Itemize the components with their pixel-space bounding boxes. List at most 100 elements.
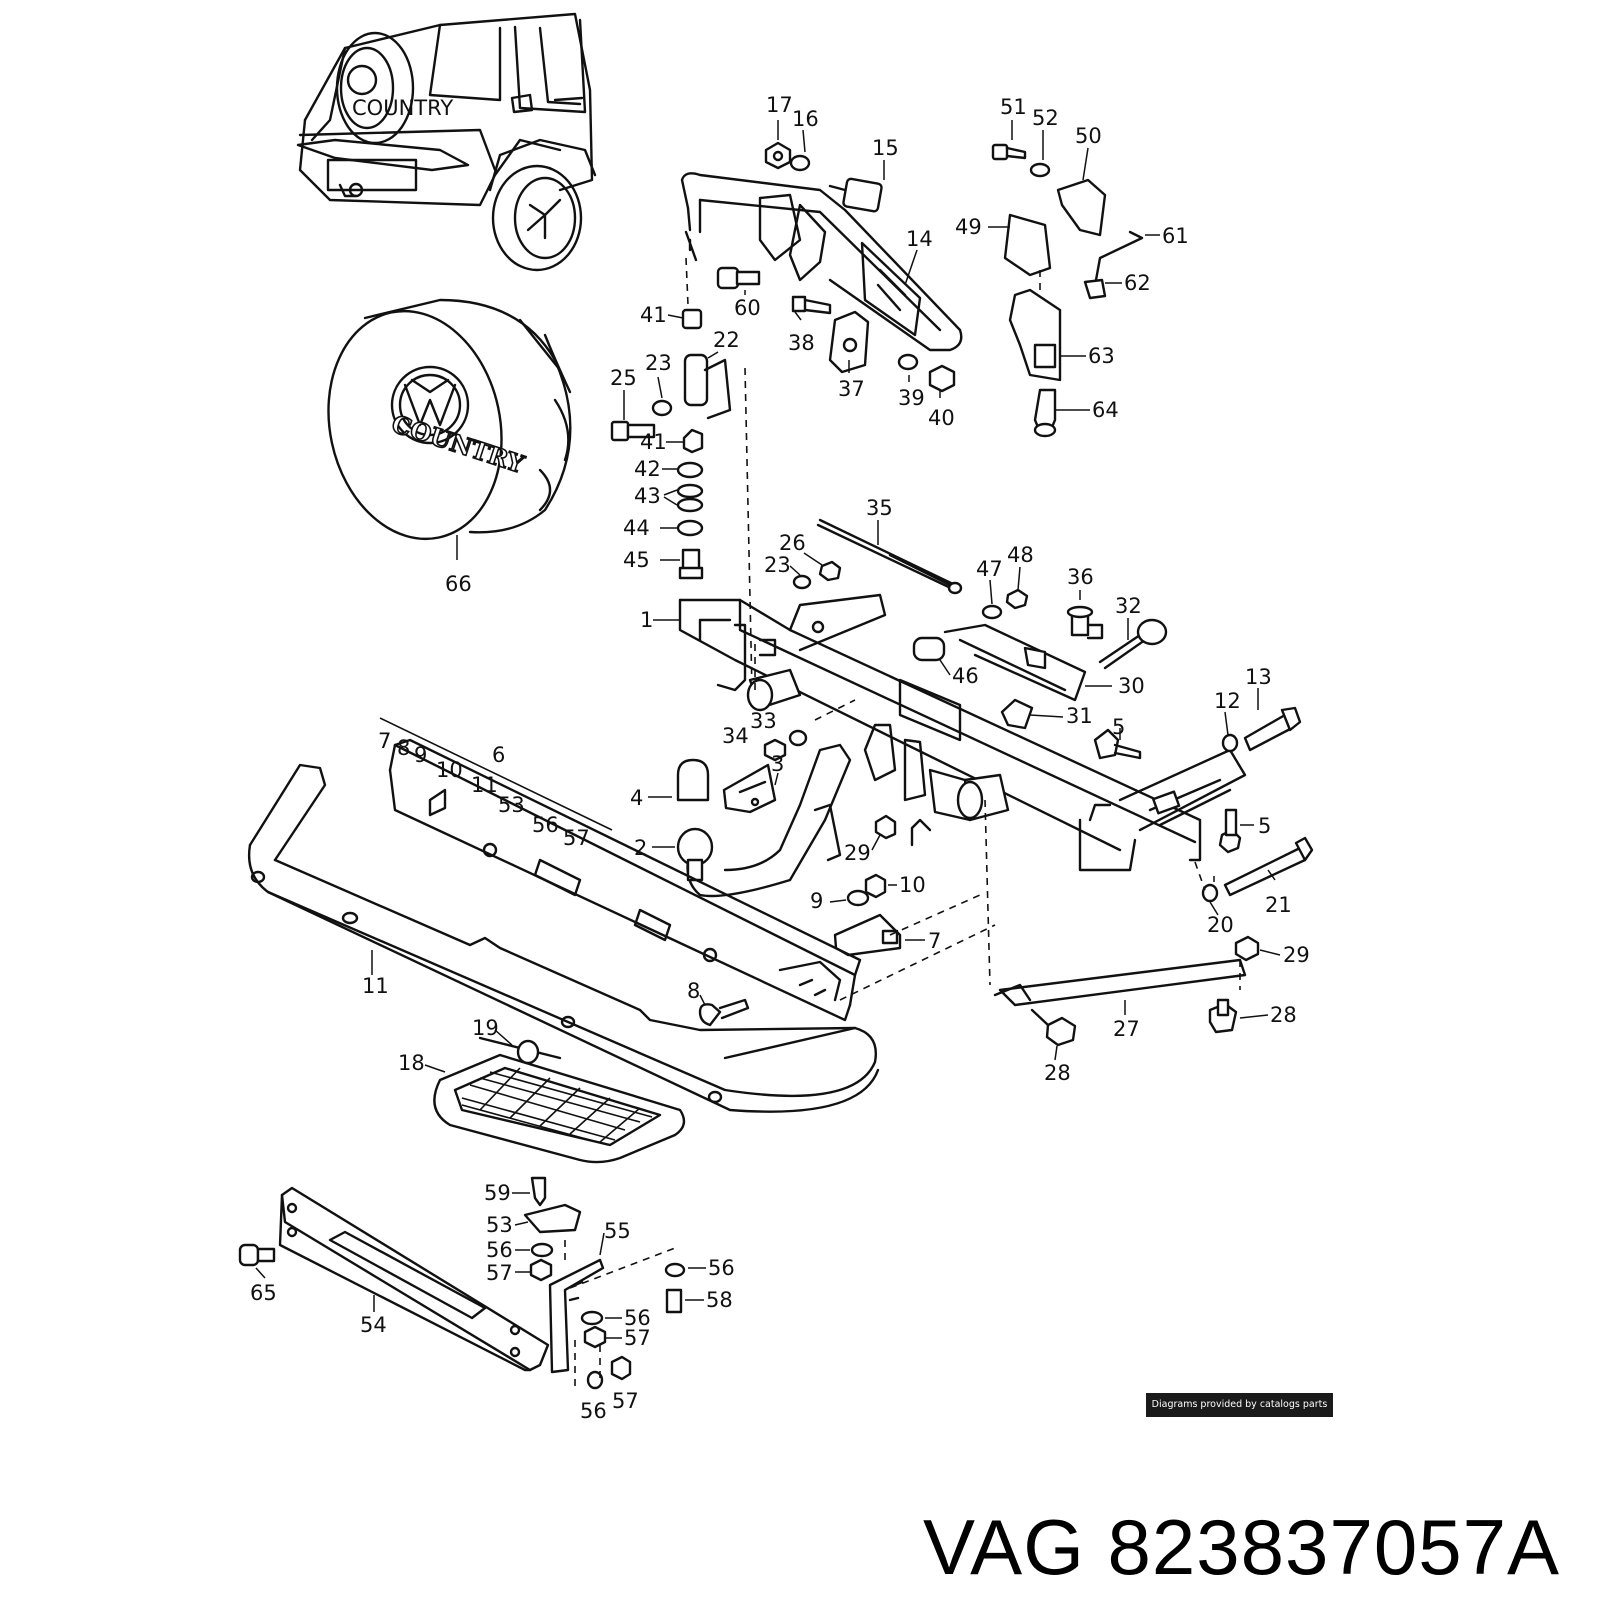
callout-32: 32 (1115, 594, 1142, 618)
callout-66: 66 (445, 572, 472, 596)
callout-31: 31 (1066, 704, 1093, 728)
callout-29-mid: 29 (844, 841, 871, 865)
callout-9-side: 9 (810, 889, 823, 913)
part-number-caption: VAG 823837057A (922, 1503, 1560, 1591)
callout-63: 63 (1088, 344, 1115, 368)
callout-58: 58 (706, 1288, 733, 1312)
callout-28-bottom: 28 (1044, 1061, 1071, 1085)
callout-22: 22 (713, 328, 740, 352)
car-rear-illustration: COUNTRY (296, 12, 597, 272)
bumper-reinforcement (379, 717, 862, 1022)
lock-assembly (991, 143, 1144, 438)
callout-55: 55 (604, 1219, 631, 1243)
license-plate-holder (238, 1176, 686, 1390)
callout-61: 61 (1162, 224, 1189, 248)
callout-8-side: 8 (687, 979, 700, 1003)
callout-46: 46 (952, 664, 979, 688)
callout-21: 21 (1265, 893, 1292, 917)
gas-strut-and-hinge (792, 518, 1168, 730)
callout-43: 43 (634, 484, 661, 508)
callout-56-left: 56 (486, 1238, 513, 1262)
callout-62: 62 (1124, 271, 1151, 295)
callout-3: 3 (771, 752, 784, 776)
callout-60: 60 (734, 296, 761, 320)
callout-47: 47 (976, 557, 1003, 581)
callout-41-mid: 41 (640, 430, 667, 454)
leader-lines (255, 120, 1281, 1339)
callout-33: 33 (750, 709, 777, 733)
callout-48: 48 (1007, 543, 1034, 567)
callout-23-top: 23 (645, 351, 672, 375)
callout-56-mid: 56 (624, 1306, 651, 1330)
callout-57-mid: 57 (624, 1326, 651, 1350)
callout-25: 25 (610, 366, 637, 390)
callout-65: 65 (250, 1281, 277, 1305)
callout-5-side: 5 (1258, 814, 1271, 838)
callout-53-bottom: 53 (486, 1213, 513, 1237)
spare-wheel-carrier (680, 172, 963, 352)
callout-17: 17 (766, 93, 793, 117)
callout-40: 40 (928, 406, 955, 430)
spare-wheel-cover: COUNTRY (327, 298, 572, 560)
callout-10-side: 10 (899, 873, 926, 897)
callout-6: 6 (492, 743, 505, 767)
callout-49: 49 (955, 215, 982, 239)
side-hardware (698, 706, 1314, 1047)
callout-27: 27 (1113, 1017, 1140, 1041)
callout-8-top: 8 (397, 736, 410, 760)
callout-5-top: 5 (1112, 715, 1125, 739)
callout-59: 59 (484, 1181, 511, 1205)
diagram-credit-badge: Diagrams provided by catalogs parts (1146, 1393, 1333, 1417)
callout-30: 30 (1118, 674, 1145, 698)
callout-13: 13 (1245, 665, 1272, 689)
callout-38: 38 (788, 331, 815, 355)
callout-36: 36 (1067, 565, 1094, 589)
callout-56-right: 56 (708, 1256, 735, 1280)
callout-37: 37 (838, 377, 865, 401)
callout-14: 14 (906, 227, 933, 251)
callout-44: 44 (623, 516, 650, 540)
callout-39: 39 (898, 386, 925, 410)
callout-9-top: 9 (414, 743, 427, 767)
callout-15: 15 (872, 136, 899, 160)
callout-10-top: 10 (436, 758, 463, 782)
carrier-hardware (610, 141, 956, 691)
callout-64: 64 (1092, 398, 1119, 422)
step-plate (433, 1039, 686, 1164)
callout-28-right: 28 (1270, 1003, 1297, 1027)
callout-12: 12 (1214, 689, 1241, 713)
callout-52: 52 (1032, 106, 1059, 130)
callout-11-top: 11 (471, 773, 498, 797)
callout-35: 35 (866, 496, 893, 520)
callout-16: 16 (792, 107, 819, 131)
spare-cover-text: COUNTRY (388, 409, 528, 479)
callout-4: 4 (630, 786, 643, 810)
callout-19: 19 (472, 1016, 499, 1040)
car-spare-cover-text: COUNTRY (352, 96, 453, 120)
tow-ball-assembly (676, 743, 852, 898)
callout-57-top: 57 (563, 826, 590, 850)
callout-7-top: 7 (378, 729, 391, 753)
callout-1: 1 (640, 608, 653, 632)
callout-42: 42 (634, 457, 661, 481)
callout-11-bumper: 11 (362, 974, 389, 998)
callout-56-bottom: 56 (580, 1399, 607, 1423)
callout-53-top: 53 (498, 793, 525, 817)
callout-23-mid: 23 (764, 553, 791, 577)
callout-2: 2 (634, 836, 647, 860)
callout-18: 18 (398, 1051, 425, 1075)
callout-56-top: 56 (532, 813, 559, 837)
callout-7-side: 7 (928, 929, 941, 953)
callout-45: 45 (623, 548, 650, 572)
callout-20: 20 (1207, 913, 1234, 937)
callout-29-side: 29 (1283, 943, 1310, 967)
tow-bar-frame (678, 593, 1247, 872)
callout-51: 51 (1000, 95, 1027, 119)
callout-numbers: 17 16 15 51 52 50 49 61 62 14 60 41 22 3… (250, 93, 1310, 1423)
callout-26: 26 (779, 531, 806, 555)
callout-41-top: 41 (640, 303, 667, 327)
callout-54: 54 (360, 1313, 387, 1337)
callout-50: 50 (1075, 124, 1102, 148)
callout-57-left: 57 (486, 1261, 513, 1285)
